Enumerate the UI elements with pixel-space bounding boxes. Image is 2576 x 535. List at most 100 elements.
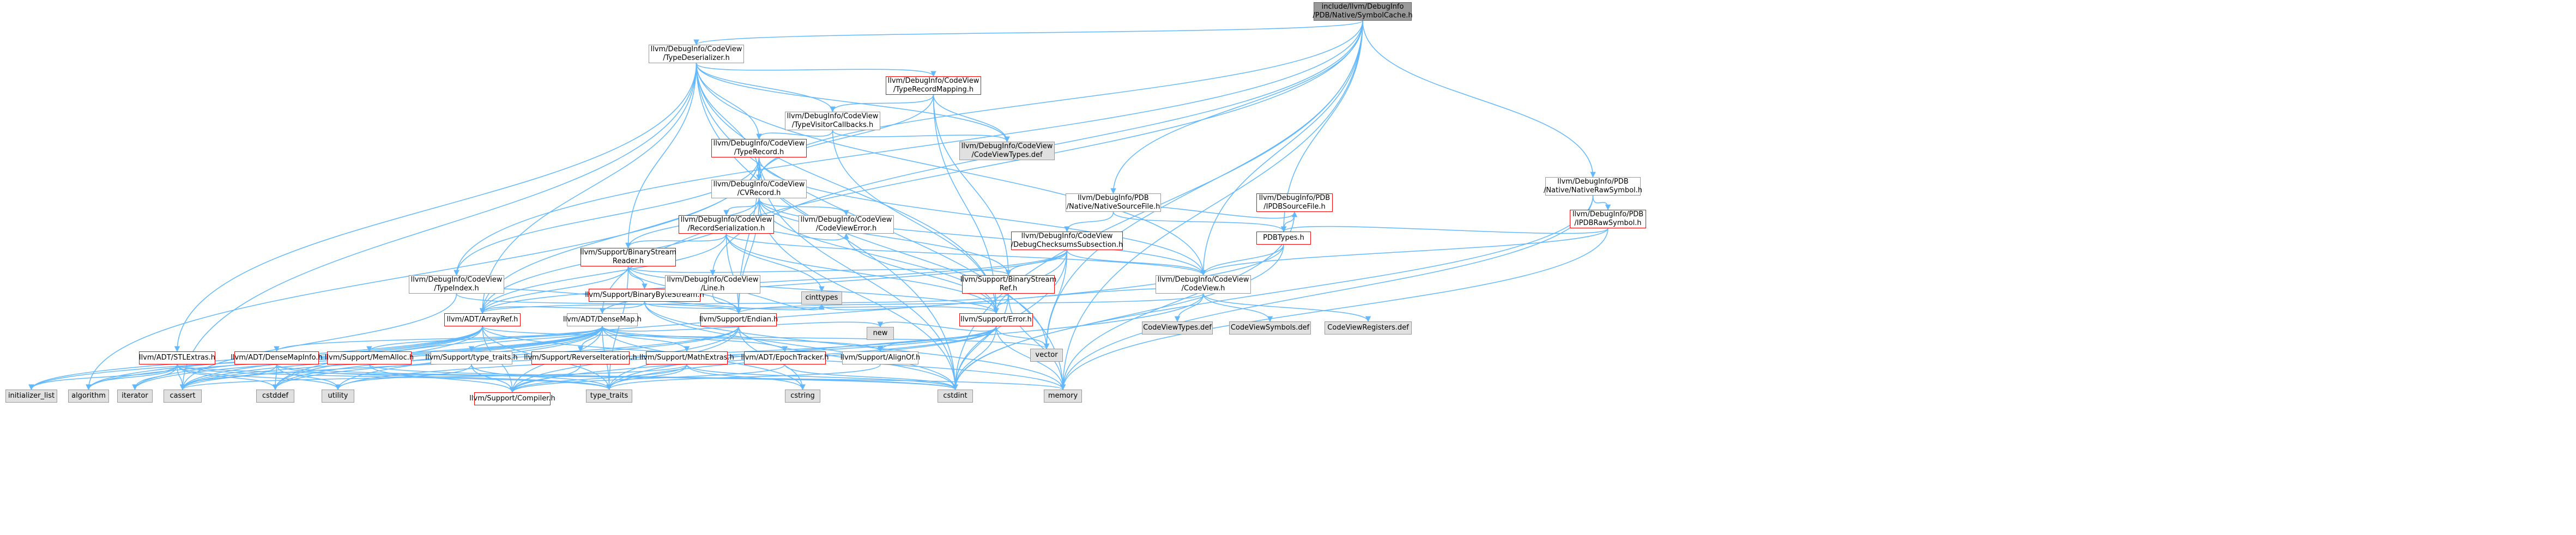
edge-line-to-endian: [712, 293, 742, 314]
node-typeindex[interactable]: llvm/DebugInfo/CodeView /TypeIndex.h: [409, 275, 504, 294]
node-algorithm[interactable]: algorithm: [68, 390, 109, 403]
edge-typerecord-to-algorithm: [86, 157, 760, 391]
edge-codeview-to-endian: [736, 293, 1204, 314]
edge-typedeserializer-to-binarystreamreader: [625, 63, 697, 249]
node-cstdint[interactable]: cstdint: [938, 390, 973, 403]
node-codeview[interactable]: llvm/DebugInfo/CodeView /CodeView.h: [1156, 275, 1251, 294]
node-compiler[interactable]: llvm/Support/Compiler.h: [469, 392, 555, 405]
edge-codeviewerror-to-error: [845, 233, 999, 314]
node-codeviewtypesdef-top[interactable]: llvm/DebugInfo/CodeView /CodeViewTypes.d…: [959, 142, 1055, 160]
edge-typedeserializer-to-cvrecord: [696, 63, 762, 181]
edge-recordserialization-to-codeview: [725, 233, 1206, 276]
edge-cvrecord-to-codeviewerror: [758, 198, 849, 216]
node-cvrecord[interactable]: llvm/DebugInfo/CodeView /CVRecord.h: [711, 180, 807, 198]
edge-typedeserializer-to-typerecordmapping: [696, 63, 936, 77]
edge-binarystreamreader-to-arrayref: [479, 266, 629, 314]
node-codeviewtypesdef[interactable]: CodeViewTypes.def: [1142, 321, 1213, 335]
node-nativerawsymbol[interactable]: llvm/DebugInfo/PDB /Native/NativeRawSymb…: [1543, 177, 1643, 196]
edge-codeview-to-codeviewregistersdef: [1202, 293, 1371, 323]
edge-debugchecksums-to-vector: [1043, 250, 1068, 350]
node-line[interactable]: llvm/DebugInfo/CodeView /Line.h: [665, 275, 760, 294]
edge-typedeserializer-to-error: [696, 63, 999, 314]
edge-typerecordmapping-to-cvrecord: [756, 94, 934, 181]
node-typerecord[interactable]: llvm/DebugInfo/CodeView /TypeRecord.h: [711, 139, 807, 157]
edge-stlextras-to-type_traits: [177, 364, 612, 391]
edge-densemap-to-new: [602, 321, 884, 332]
edge-binarystreamreader-to-binarybytestream: [627, 266, 648, 290]
node-binarystreamreader[interactable]: llvm/Support/BinaryStream Reader.h: [580, 248, 676, 266]
node-typerecordmapping[interactable]: llvm/DebugInfo/CodeView /TypeRecordMappi…: [886, 76, 981, 95]
node-memalloc[interactable]: llvm/Support/MemAlloc.h: [325, 351, 414, 364]
edge-root-to-typedeserializer: [693, 20, 1363, 46]
edge-epochtracker-to-cstdint: [784, 364, 958, 391]
edge-typevisitorcallbacks-to-codeviewtypesdef_top: [832, 130, 1010, 143]
edge-codeview-to-codeviewsymbolsdef: [1202, 293, 1273, 323]
edge-root-to-memory: [1060, 20, 1363, 391]
edge-typedeserializer-to-stlextras: [174, 63, 697, 352]
node-new[interactable]: new: [867, 327, 894, 340]
node-iterator[interactable]: iterator: [117, 390, 153, 403]
dependency-edges: [28, 20, 1611, 393]
edge-binarystreamreader-to-error: [627, 266, 999, 314]
node-cstddef[interactable]: cstddef: [256, 390, 294, 403]
node-densemapinfo[interactable]: llvm/ADT/DenseMapInfo.h: [231, 351, 323, 364]
node-endian[interactable]: llvm/Support/Endian.h: [699, 313, 778, 326]
node-codeviewsymbolsdef[interactable]: CodeViewSymbols.def: [1229, 321, 1311, 335]
node-typetraits-h[interactable]: llvm/Support/type_traits.h: [425, 351, 518, 364]
node-cassert[interactable]: cassert: [164, 390, 202, 403]
node-arrayref[interactable]: llvm/ADT/ArrayRef.h: [444, 313, 521, 326]
node-densemap[interactable]: llvm/ADT/DenseMap.h: [563, 313, 642, 326]
edge-recordserialization-to-endian: [725, 233, 742, 314]
edge-typetraits_h-to-type_traits: [471, 364, 612, 391]
node-ipdbsourcefile[interactable]: llvm/DebugInfo/PDB /IPDBSourceFile.h: [1256, 193, 1333, 212]
node-utility[interactable]: utility: [322, 390, 354, 403]
edge-typerecordmapping-to-binarystreamref: [933, 94, 1012, 276]
node-mathextras[interactable]: llvm/Support/MathExtras.h: [639, 351, 734, 364]
node-typedeserializer[interactable]: llvm/DebugInfo/CodeView /TypeDeserialize…: [649, 45, 744, 63]
node-error[interactable]: llvm/Support/Error.h: [959, 313, 1033, 326]
edge-codeview-to-codeviewtypesdef: [1174, 293, 1204, 323]
edge-error-to-memory: [995, 326, 1066, 391]
node-initializer-list[interactable]: initializer_list: [5, 390, 57, 403]
edge-densemap-to-alignof: [602, 326, 884, 352]
edge-error-to-vector: [995, 326, 1050, 350]
edge-epochtracker-to-compiler: [509, 364, 785, 393]
edge-debugchecksums-to-codeview: [1066, 250, 1206, 276]
edge-ipdbrawsymbol-to-memory: [1060, 228, 1609, 391]
node-binarystreamref[interactable]: llvm/Support/BinaryStream Ref.h: [960, 275, 1057, 294]
edge-reverseiteration-to-compiler: [509, 364, 581, 393]
edge-mathextras-to-compiler: [509, 364, 687, 393]
node-epochtracker[interactable]: llvm/ADT/EpochTracker.h: [741, 351, 829, 364]
edge-stlextras-to-iterator: [132, 364, 178, 391]
node-memory[interactable]: memory: [1044, 390, 1082, 403]
edge-typetraits_h-to-utility: [335, 364, 472, 391]
node-alignof[interactable]: llvm/Support/AlignOf.h: [840, 351, 920, 364]
node-typevisitorcallbacks[interactable]: llvm/DebugInfo/CodeView /TypeVisitorCall…: [785, 112, 880, 130]
node-stlextras[interactable]: llvm/ADT/STLExtras.h: [139, 351, 215, 364]
node-codeviewregistersdef[interactable]: CodeViewRegisters.def: [1325, 321, 1412, 335]
edge-ipdbrawsymbol-to-codeview: [1200, 228, 1609, 276]
edge-ipdbsourcefile-to-memory: [1060, 211, 1295, 391]
edge-typerecordmapping-to-typevisitorcallbacks: [830, 94, 934, 113]
edge-nativesourcefile-to-debugchecksums: [1064, 211, 1114, 233]
edge-recordserialization-to-binarystreamreader: [625, 233, 727, 249]
node-cstring[interactable]: cstring: [785, 390, 820, 403]
node-recordserialization[interactable]: llvm/DebugInfo/CodeView /RecordSerializa…: [679, 215, 774, 234]
node-type-traits[interactable]: type_traits: [586, 390, 632, 403]
node-pdbtypes[interactable]: PDBTypes.h: [1256, 232, 1311, 245]
edge-binarybytestream-to-arrayref: [479, 301, 645, 314]
node-ipdbrawsymbol[interactable]: llvm/DebugInfo/PDB /IPDBRawSymbol.h: [1570, 210, 1646, 228]
edge-nativesourcefile-to-pdbtypes: [1112, 211, 1287, 233]
edge-binarystreamreader-to-binarystreamref: [627, 266, 1012, 276]
node-vector[interactable]: vector: [1030, 349, 1063, 362]
edge-stlextras-to-initializer_list: [28, 364, 178, 391]
edge-stlextras-to-algorithm: [86, 364, 178, 391]
node-reverseiteration[interactable]: llvm/Support/ReverseIteration.h: [524, 351, 637, 364]
edge-typerecordmapping-to-codeviewtypesdef_top: [933, 94, 1010, 143]
node-root[interactable]: include/llvm/DebugInfo /PDB/Native/Symbo…: [1313, 2, 1413, 21]
node-debugchecksums[interactable]: llvm/DebugInfo/CodeView /DebugChecksumsS…: [1011, 232, 1123, 250]
node-cinttypes[interactable]: cinttypes: [801, 291, 842, 305]
node-codeviewerror[interactable]: llvm/DebugInfo/CodeView /CodeViewError.h: [799, 215, 894, 234]
edge-typevisitorcallbacks-to-typerecord: [756, 130, 833, 140]
node-nativesourcefile[interactable]: llvm/DebugInfo/PDB /Native/NativeSourceF…: [1066, 193, 1161, 212]
